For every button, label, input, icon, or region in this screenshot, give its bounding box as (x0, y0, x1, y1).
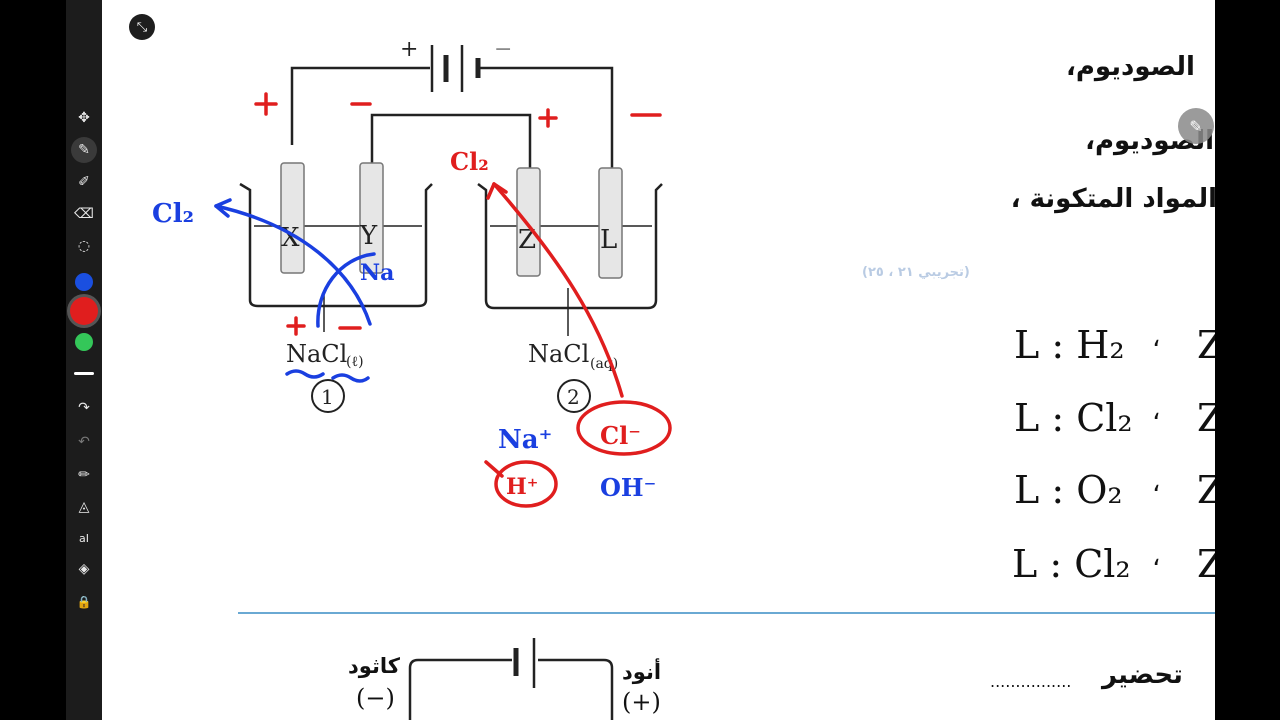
fill-icon[interactable]: ◈ (78, 561, 90, 577)
highlighter-icon[interactable]: ✐ (78, 174, 90, 190)
electrode-l-label: L (600, 225, 617, 255)
cell2-electrolyte-label: NaCl (528, 340, 589, 368)
answer-dots: ................ (990, 672, 1072, 691)
anode-sign: (+) (622, 688, 661, 716)
redo-icon[interactable]: ↷ (78, 400, 90, 416)
cl-minus-annotation: Cl⁻ (600, 421, 641, 450)
worksheet-page: X Y Z L + − NaCl (ℓ) 1 NaCl (aq) 2 (102, 0, 1215, 720)
cell2-number: 2 (567, 385, 580, 409)
move-icon[interactable]: ✥ (78, 110, 90, 126)
edit-pencil-icon[interactable]: ✎ (1178, 108, 1214, 144)
arabic-line-3: المواد المتكونة ، (1010, 184, 1215, 214)
collapse-toolbar-icon[interactable]: ⤡ (129, 14, 155, 40)
arabic-line-1: الصوديوم، (1066, 52, 1195, 82)
stroke-width-icon[interactable] (74, 372, 94, 375)
electrode-y-label: Y (359, 221, 378, 251)
cell1-state-label: (ℓ) (346, 354, 364, 370)
oh-minus-annotation: OH⁻ (600, 473, 656, 502)
option-4-l: L : Cl₂ (1012, 542, 1131, 586)
faint-reference: (تجريبي ٢١ ، ٢٥) (862, 265, 970, 280)
option-2-separator: ، (1152, 396, 1161, 426)
battery-plus-sign: + (400, 37, 418, 62)
pen-icon[interactable]: ✎ (71, 137, 97, 163)
cell1-number: 1 (321, 385, 334, 409)
na-plus-annotation: Na⁺ (498, 425, 552, 455)
color-swatch-green[interactable] (75, 333, 93, 351)
option-3-z: Z (1197, 468, 1215, 512)
marker-icon[interactable]: ✏ (78, 467, 90, 483)
undo-icon[interactable]: ↶ (78, 434, 90, 450)
option-4-separator: ، (1152, 542, 1161, 572)
option-2-z: Z (1197, 396, 1215, 440)
option-1-z: Z (1197, 323, 1215, 367)
option-1-l: L : H₂ (1014, 323, 1125, 367)
cathode-sign: (−) (356, 684, 395, 712)
anode-label: أنود (622, 660, 662, 684)
color-swatch-red[interactable] (70, 297, 98, 325)
color-swatch-blue[interactable] (75, 273, 93, 291)
option-3-separator: ، (1152, 468, 1161, 498)
annotation-toolbar: ✥ ✎ ✐ ⌫ ◌ ↷ ↶ ✏ ◬ aI ◈ 🔒 (66, 0, 102, 720)
eraser-icon[interactable]: ⌫ (74, 206, 94, 222)
electrode-z-label: Z (518, 225, 536, 255)
text-icon[interactable]: aI (79, 531, 89, 545)
battery-minus-sign: − (494, 37, 512, 62)
option-2-l: L : Cl₂ (1014, 396, 1133, 440)
prep-question-text: تحضير (1102, 660, 1183, 690)
option-1-separator: ، (1152, 323, 1161, 353)
electrolysis-diagram: X Y Z L + − NaCl (ℓ) 1 NaCl (aq) 2 (152, 37, 672, 720)
shapes-icon[interactable]: ◬ (78, 499, 90, 515)
blue-na-annotation: Na (360, 260, 394, 286)
blue-cl2-annotation: Cl₂ (152, 199, 194, 229)
red-cl2-annotation: Cl₂ (450, 147, 489, 176)
section-divider (238, 612, 1215, 614)
option-3-l: L : O₂ (1014, 468, 1123, 512)
option-4-z: Z (1197, 542, 1215, 586)
cell1-electrolyte-label: NaCl (286, 340, 347, 368)
lock-icon[interactable]: 🔒 (76, 595, 92, 609)
right-black-bar (1215, 0, 1280, 720)
h-plus-annotation: H⁺ (506, 474, 538, 500)
cathode-label: كاثود (348, 654, 400, 678)
lasso-icon[interactable]: ◌ (77, 238, 91, 254)
